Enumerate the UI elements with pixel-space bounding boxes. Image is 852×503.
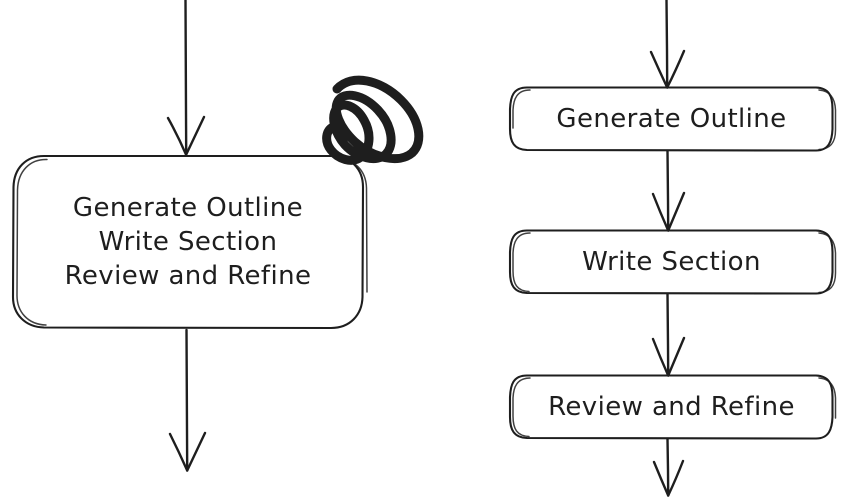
left-incoming-arrow	[166, 0, 206, 156]
scribble-icon	[322, 75, 424, 165]
right-arrow-1-2	[651, 149, 686, 232]
right-incoming-arrow	[649, 0, 686, 89]
right-arrow-2-3	[651, 292, 686, 377]
right-node-box-1[interactable]	[508, 86, 837, 152]
left-outgoing-arrow	[168, 328, 207, 472]
right-node-box-3[interactable]	[508, 374, 837, 440]
right-outgoing-arrow	[652, 437, 685, 497]
left-merged-node-box[interactable]	[11, 154, 368, 330]
right-node-box-2[interactable]	[508, 229, 837, 295]
